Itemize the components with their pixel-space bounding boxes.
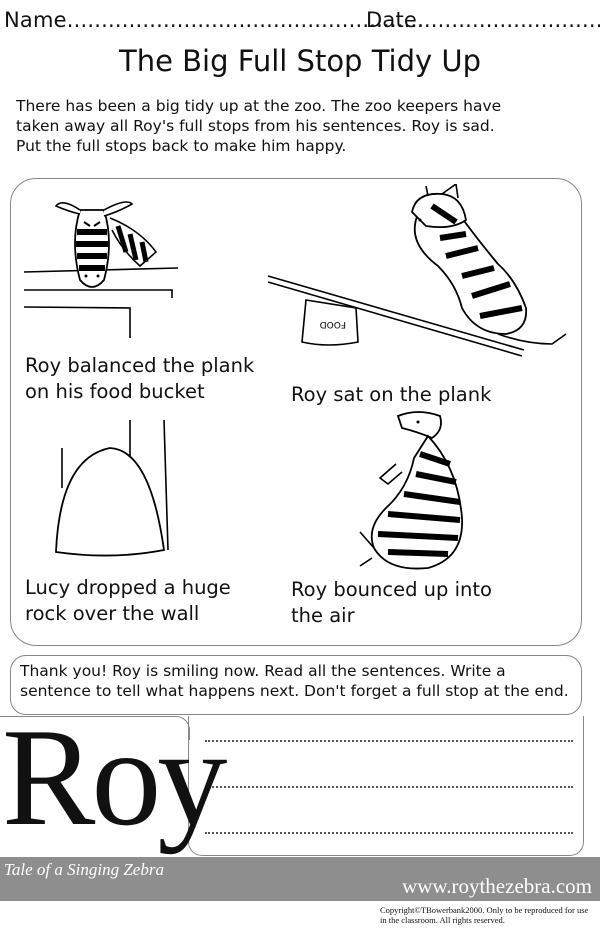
task-text: Thank you! Roy is smiling now. Read all … bbox=[20, 661, 569, 701]
sentence-line: rock over the wall bbox=[25, 602, 200, 625]
bucket-label: FOOD bbox=[320, 319, 346, 329]
copyright-notice: Copyright©TBowerbank2000. Only to be rep… bbox=[380, 905, 589, 925]
sentence-line: Lucy dropped a huge bbox=[25, 576, 231, 599]
task-line: Thank you! Roy is smiling now. Read all … bbox=[20, 662, 506, 680]
intro-line: Put the full stops back to make him happ… bbox=[16, 137, 347, 155]
sentence-line: Roy bounced up into bbox=[291, 578, 492, 601]
name-field[interactable]: Name....................................… bbox=[4, 8, 425, 32]
footer-band bbox=[0, 857, 600, 901]
writing-line[interactable] bbox=[205, 786, 573, 788]
intro-line: taken away all Roy's full stops from his… bbox=[16, 117, 495, 135]
sentence-bounced: Roy bounced up into the air bbox=[291, 577, 492, 629]
writing-line[interactable] bbox=[205, 832, 573, 834]
website-link[interactable]: www.roythezebra.com bbox=[402, 874, 592, 898]
writing-area bbox=[188, 716, 584, 856]
roy-logo: Roy bbox=[2, 700, 227, 855]
date-field[interactable]: Date........................... bbox=[366, 8, 600, 32]
task-box bbox=[10, 655, 582, 715]
zebra-peeking-over-wall-icon bbox=[23, 201, 179, 338]
sentence-line: Roy balanced the plank bbox=[25, 354, 255, 377]
sentence-dropped: Lucy dropped a huge rock over the wall bbox=[25, 575, 231, 627]
task-line: sentence to tell what happens next. Don'… bbox=[20, 682, 569, 700]
zebra-sitting-on-plank-icon: FOOD bbox=[267, 184, 567, 357]
writing-line[interactable] bbox=[205, 740, 573, 742]
sentence-line: Roy sat on the plank bbox=[291, 383, 492, 406]
falling-rock-icon bbox=[55, 419, 169, 557]
sentence-line: the air bbox=[291, 604, 355, 627]
zebra-flying-icon bbox=[359, 411, 463, 570]
sentence-balanced: Roy balanced the plank on his food bucke… bbox=[25, 353, 254, 405]
intro-line: There has been a big tidy up at the zoo.… bbox=[16, 97, 502, 115]
picture-panel bbox=[10, 178, 582, 646]
page-title: The Big Full Stop Tidy Up bbox=[119, 44, 481, 78]
sentence-line: on his food bucket bbox=[25, 380, 205, 403]
tagline: Tale of a Singing Zebra bbox=[4, 860, 164, 879]
sentence-sat: Roy sat on the plank bbox=[291, 382, 491, 408]
intro-text: There has been a big tidy up at the zoo.… bbox=[16, 96, 586, 156]
